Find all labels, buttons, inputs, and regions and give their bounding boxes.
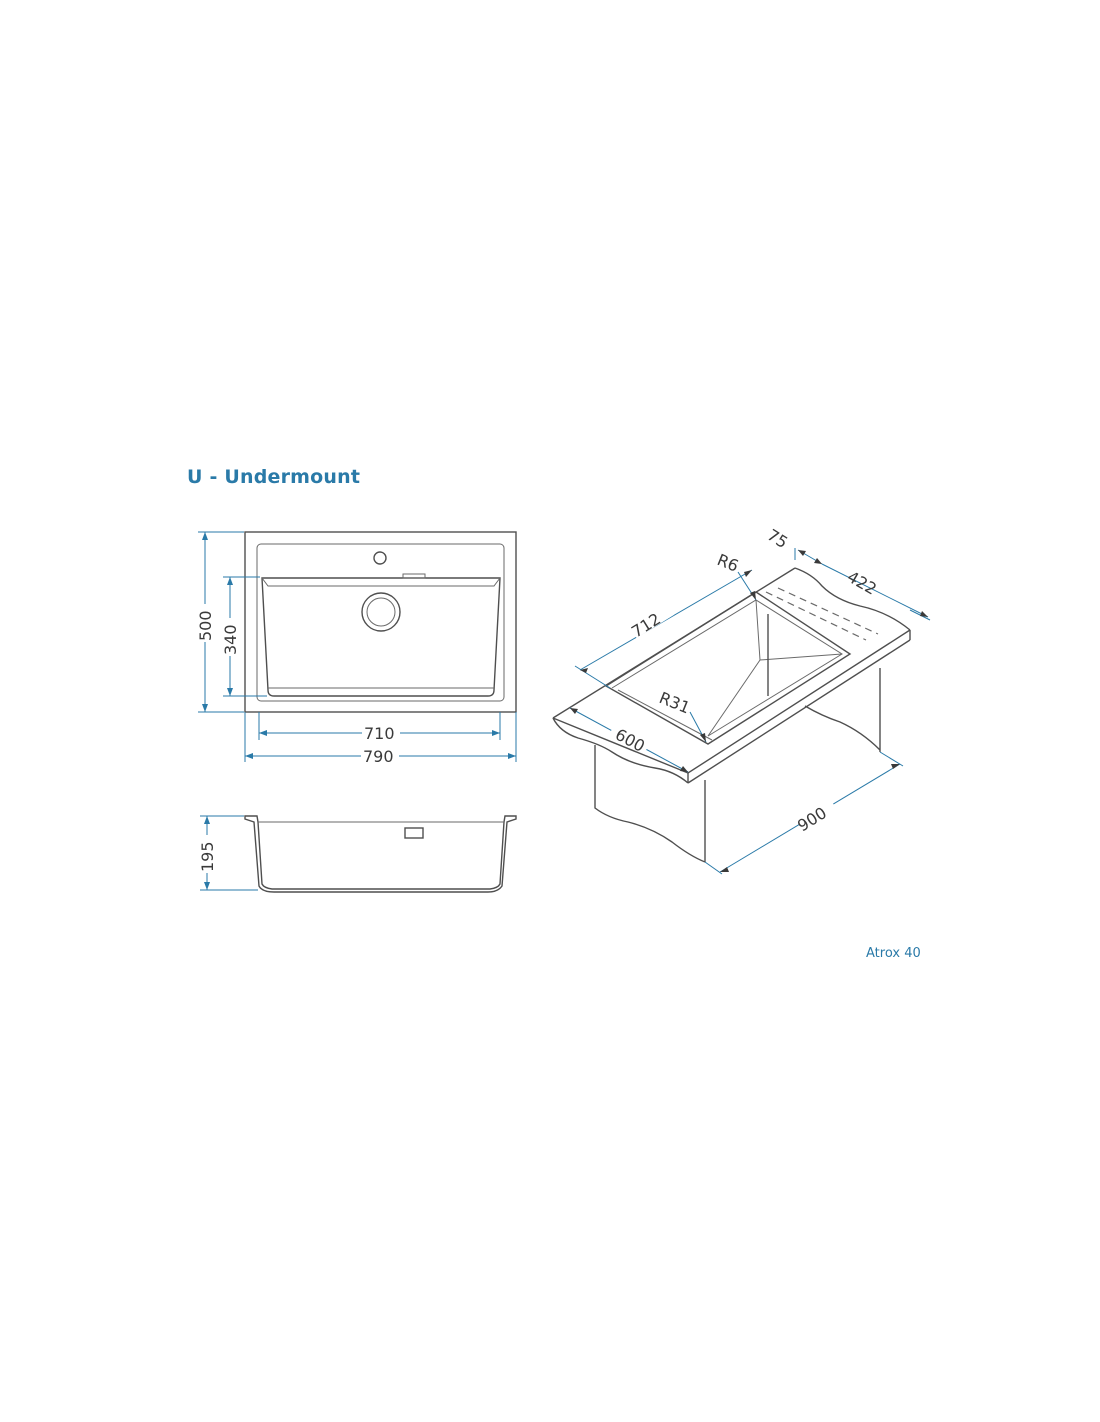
dim-rear-width: 422: [844, 567, 880, 599]
drain-inner: [366, 597, 396, 627]
iso-view: 75 R6 422 712 R31 600 900: [552, 525, 931, 875]
dim-height-outer: 500: [196, 610, 215, 641]
drainer-dashed-1: [765, 591, 867, 641]
dim-width-inner: 710: [364, 724, 395, 743]
bowl-rim-shadow: [261, 577, 501, 587]
sink-outer-outline: [244, 531, 517, 713]
countertop-rear-wave: [794, 567, 911, 631]
overflow-outlet: [404, 827, 424, 839]
side-view: 195: [198, 815, 517, 893]
bowl-outline: [261, 577, 501, 697]
dim-height-inner: 340: [221, 624, 240, 655]
countertop-front-wave: [552, 717, 689, 784]
overflow-slot: [402, 573, 426, 579]
cabinet-rear-wave: [804, 705, 881, 751]
model-label: Atrox 40: [866, 946, 921, 961]
page-title: U - Undermount: [187, 466, 361, 488]
cabinet-front-left: [594, 745, 706, 863]
drainer-dashed-2: [777, 587, 879, 635]
drain-outer: [361, 592, 401, 632]
dim-width-outer: 790: [363, 747, 394, 766]
top-view: 500 340 710 790: [196, 531, 517, 766]
dim-depth: 195: [198, 841, 217, 872]
dim-edge-offset: 75: [764, 525, 791, 552]
sink-inner-frame: [256, 543, 505, 702]
dim-radius-small: R6: [715, 550, 742, 576]
side-profile-outer: [244, 815, 517, 893]
tap-hole: [373, 551, 387, 565]
bowl-cutout: [604, 591, 852, 745]
